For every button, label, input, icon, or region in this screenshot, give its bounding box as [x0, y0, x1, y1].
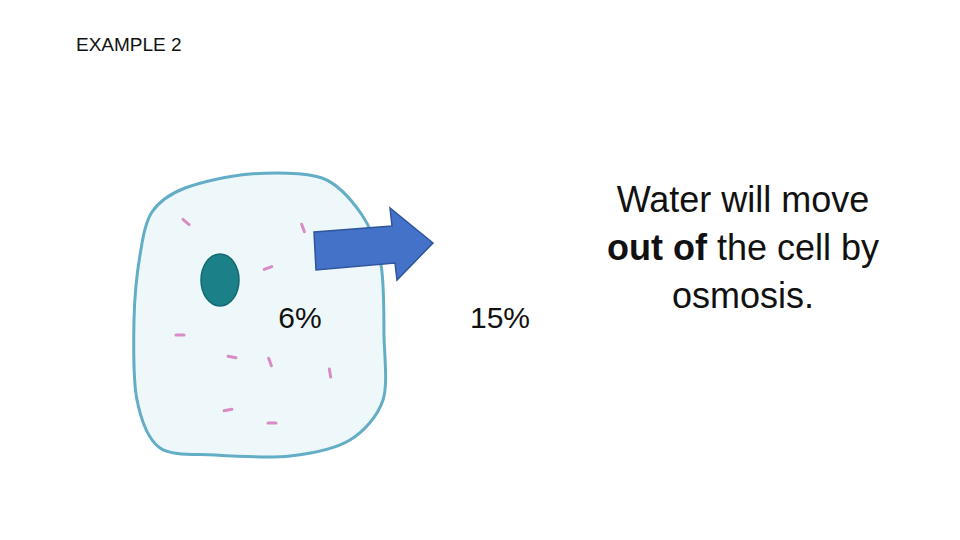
- text-line: osmosis.: [543, 272, 943, 320]
- cell: 6%: [125, 165, 387, 463]
- slide-title: EXAMPLE 2: [76, 34, 182, 56]
- organelle: [329, 369, 330, 377]
- concentration-label: 6%: [278, 301, 321, 335]
- emphasis-text: out of: [607, 224, 707, 272]
- organelle: [268, 422, 276, 425]
- organelle: [302, 224, 305, 232]
- concentration-label: 15%: [470, 301, 530, 335]
- nucleus: [201, 254, 239, 306]
- explanation-text: the cell by: [717, 224, 879, 272]
- cell-illustration: [125, 165, 387, 463]
- organelle: [228, 356, 236, 357]
- cell-membrane: [134, 173, 386, 457]
- text-line: out ofthe cell by: [543, 224, 943, 272]
- organelle: [269, 358, 272, 366]
- explanation-text: osmosis.: [672, 272, 814, 320]
- organelle: [183, 219, 189, 224]
- direction-arrow: [314, 208, 433, 280]
- explanation-text: Water will moveout ofthe cell byosmosis.: [543, 176, 943, 320]
- organelle: [264, 267, 272, 270]
- organelle: [176, 334, 184, 337]
- organelle: [224, 409, 232, 410]
- explanation-text: Water will move: [617, 176, 870, 224]
- text-line: Water will move: [543, 176, 943, 224]
